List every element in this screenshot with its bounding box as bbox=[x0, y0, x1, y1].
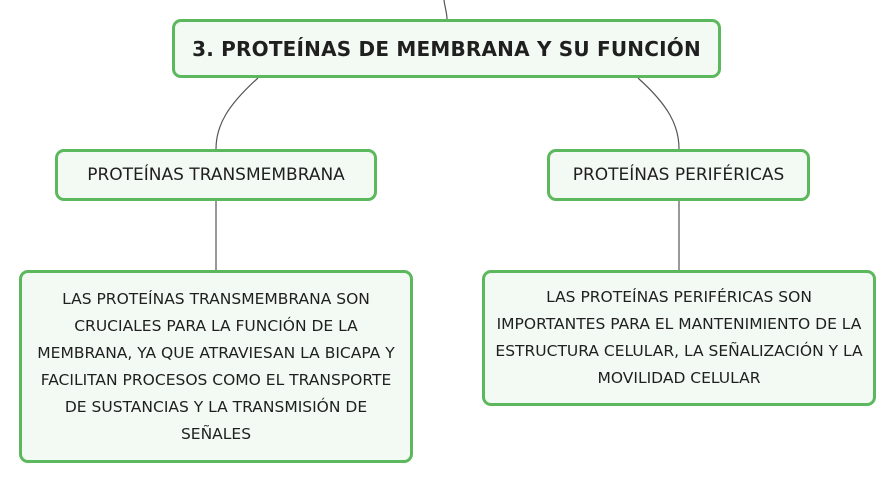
description-node-text: LAS PROTEÍNAS TRANSMEMBRANA SON CRUCIALE… bbox=[37, 289, 395, 443]
connector-root-to-perifericas bbox=[637, 77, 680, 150]
description-node-text: LAS PROTEÍNAS PERIFÉRICAS SON IMPORTANTE… bbox=[495, 288, 863, 387]
root-node[interactable]: 3. PROTEÍNAS DE MEMBRANA Y SU FUNCIÓN bbox=[172, 19, 721, 78]
topic-node-perifericas[interactable]: PROTEÍNAS PERIFÉRICAS bbox=[547, 149, 810, 201]
connector-parent-to-root bbox=[443, 0, 448, 20]
root-node-label: 3. PROTEÍNAS DE MEMBRANA Y SU FUNCIÓN bbox=[192, 36, 701, 61]
topic-node-label: PROTEÍNAS PERIFÉRICAS bbox=[572, 165, 785, 185]
topic-node-label: PROTEÍNAS TRANSMEMBRANA bbox=[87, 165, 345, 185]
topic-node-transmembrana[interactable]: PROTEÍNAS TRANSMEMBRANA bbox=[55, 149, 377, 201]
description-node-transmembrana[interactable]: LAS PROTEÍNAS TRANSMEMBRANA SON CRUCIALE… bbox=[19, 270, 413, 463]
description-node-perifericas[interactable]: LAS PROTEÍNAS PERIFÉRICAS SON IMPORTANTE… bbox=[482, 270, 876, 406]
connector-root-to-transmembrana bbox=[215, 77, 259, 150]
